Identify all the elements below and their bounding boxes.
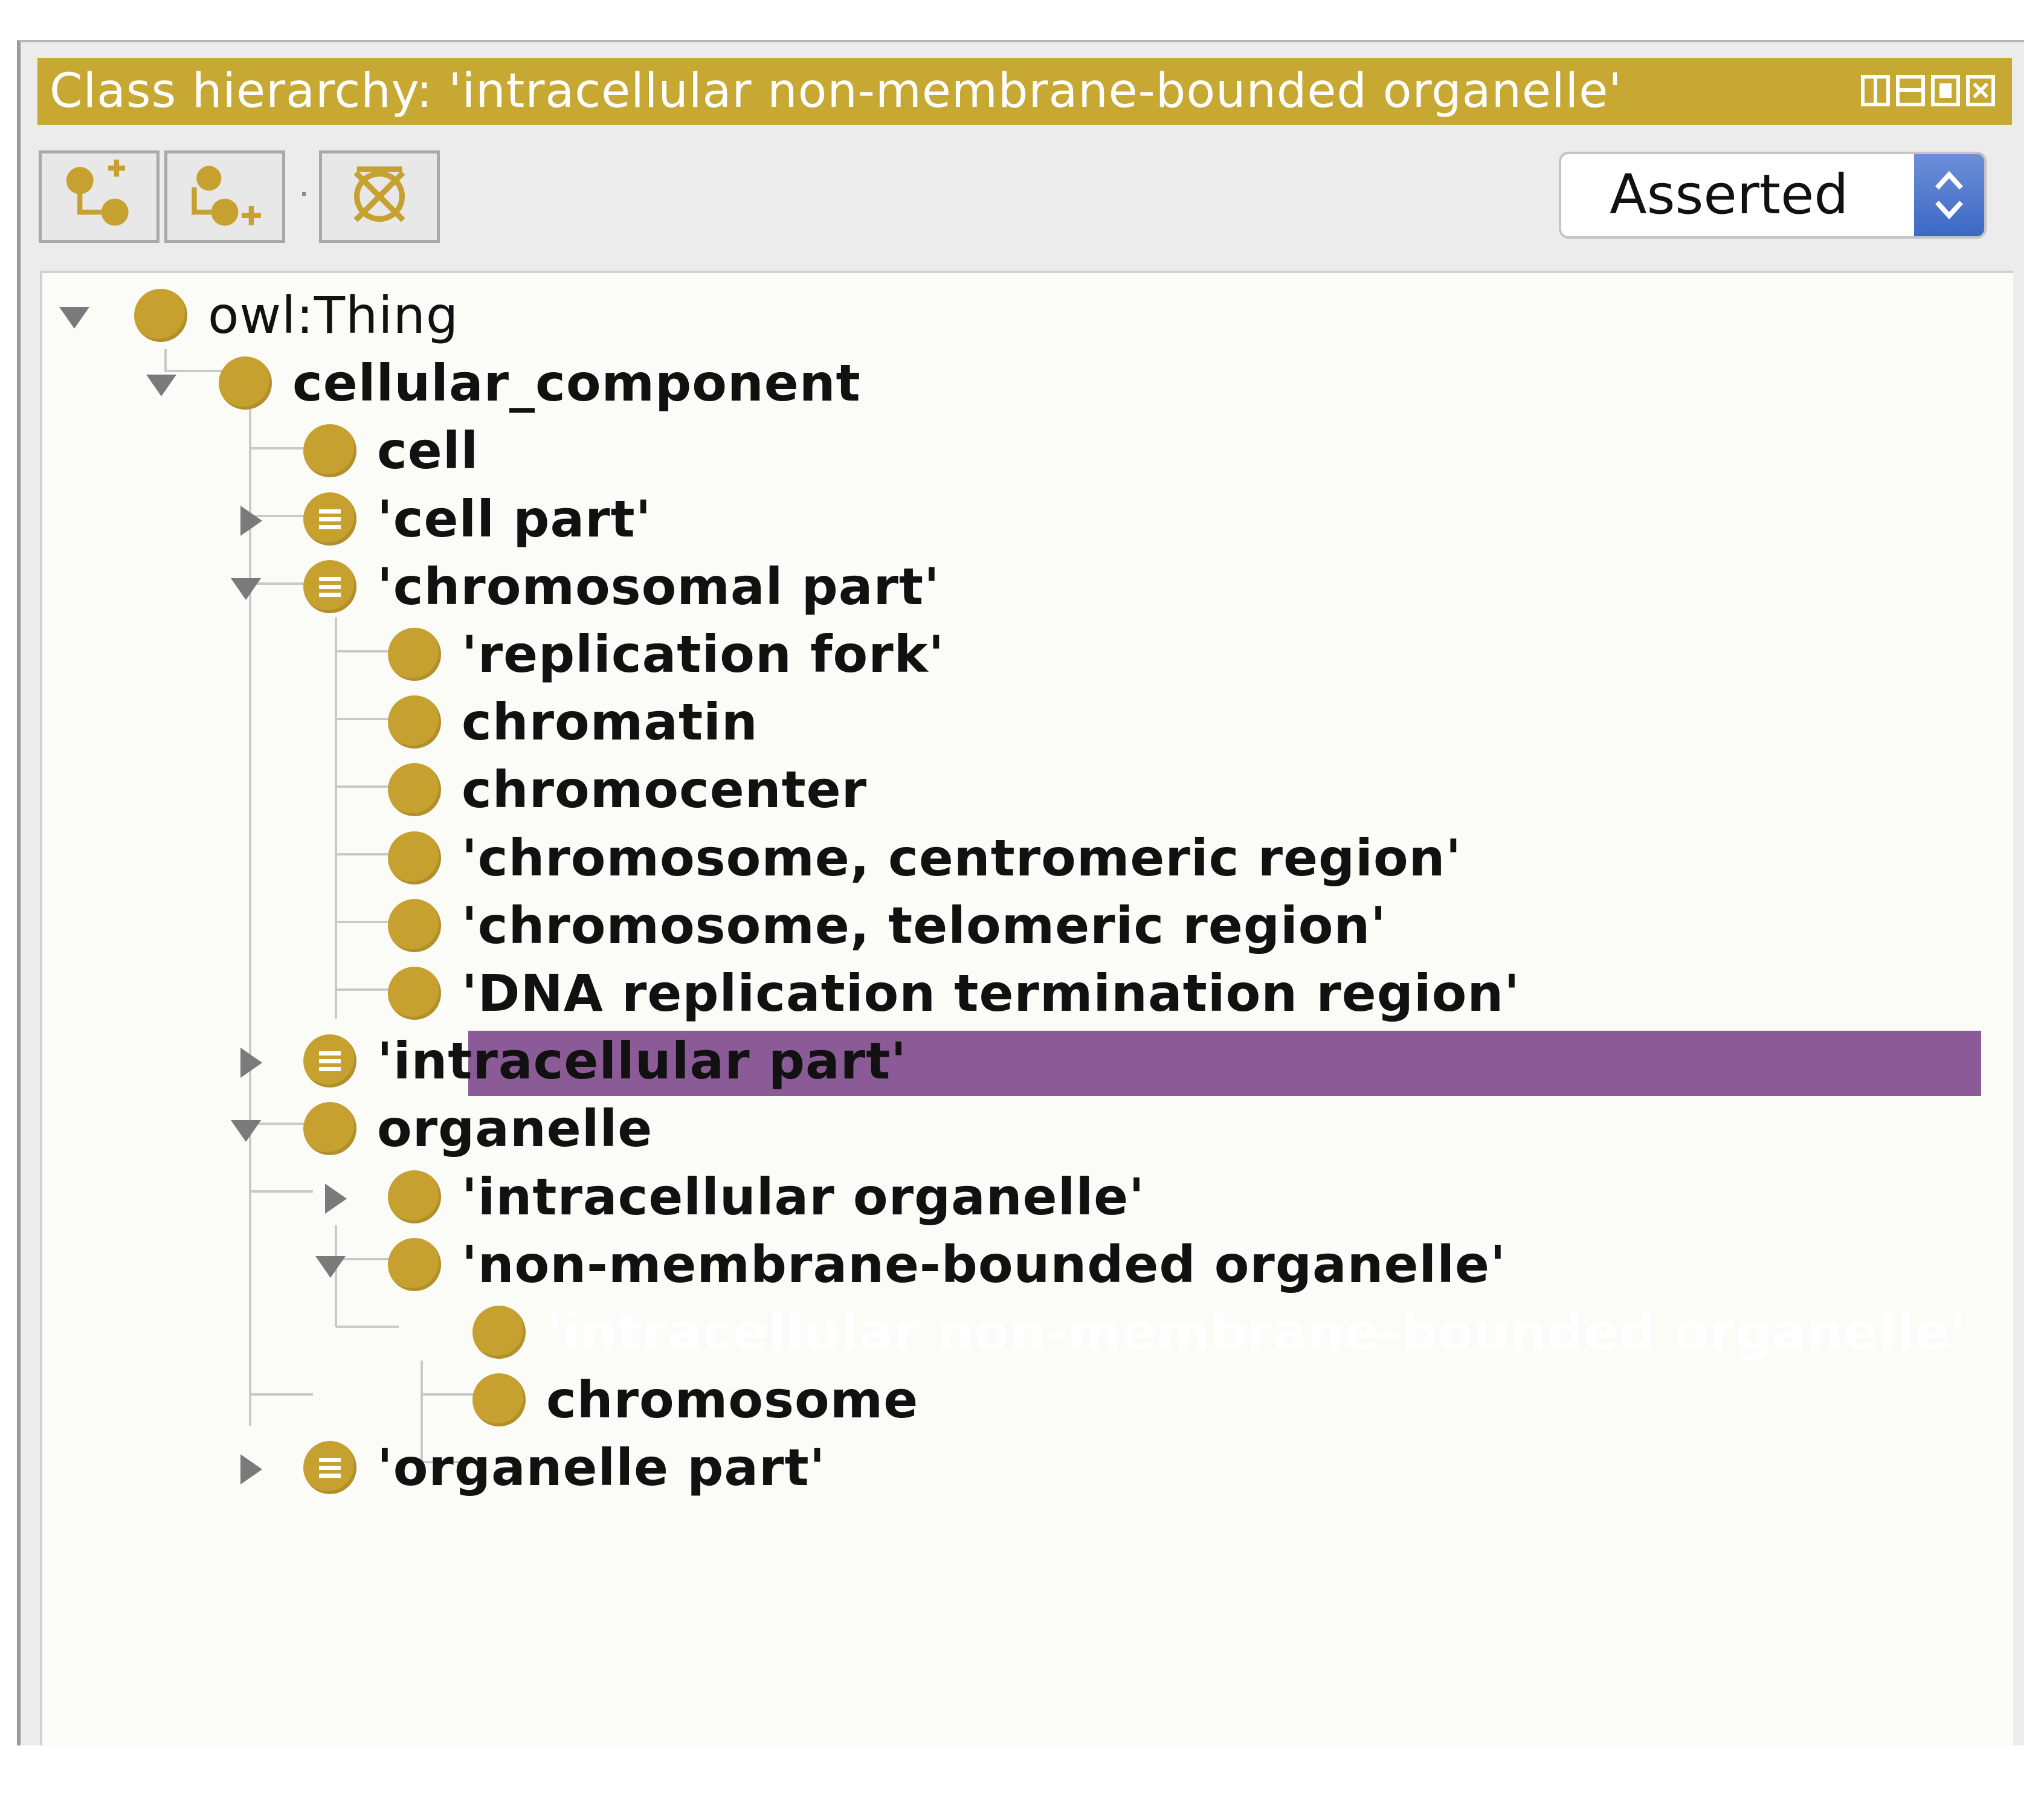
- tree-node[interactable]: 'chromosome, telomeric region': [0, 892, 2044, 959]
- tree-node[interactable]: owl:Thing: [0, 282, 2044, 349]
- expanded-triangle-icon[interactable]: [313, 1248, 348, 1283]
- close-icon[interactable]: [1966, 70, 1995, 111]
- tree-node[interactable]: 'intracellular part': [0, 1027, 2044, 1095]
- tree-node-label: 'intracellular non-membrane-bounded orga…: [546, 1303, 1966, 1362]
- class-icon: [388, 899, 441, 952]
- tree-node[interactable]: 'chromosomal part': [0, 553, 2044, 620]
- tree-node[interactable]: 'chromosome, centromeric region': [0, 824, 2044, 892]
- tree-node-label: 'replication fork': [462, 625, 945, 684]
- add-sibling-class-button[interactable]: [164, 150, 285, 243]
- class-icon: [388, 831, 441, 885]
- tree-node-label: 'chromosome, telomeric region': [462, 896, 1387, 955]
- class-icon: [219, 356, 272, 410]
- tree-node[interactable]: 'DNA replication termination region': [0, 959, 2044, 1027]
- panel-title: Class hierarchy: 'intracellular non-memb…: [50, 64, 1622, 118]
- expanded-triangle-icon[interactable]: [144, 366, 179, 401]
- tree-node-label: chromosome: [546, 1370, 919, 1429]
- expanded-triangle-icon[interactable]: [57, 298, 92, 334]
- class-icon: [388, 967, 441, 1020]
- view-mode-select[interactable]: Asserted: [1559, 152, 1987, 239]
- chevron-updown-icon: [1914, 154, 1984, 236]
- tree-node[interactable]: chromatin: [0, 688, 2044, 756]
- class-icon: [388, 695, 441, 749]
- class-icon: [134, 289, 187, 342]
- class-icon: [303, 1102, 356, 1155]
- tree-node[interactable]: 'intracellular non-membrane-bounded orga…: [0, 1298, 2044, 1366]
- tree-node-label: chromocenter: [462, 760, 868, 819]
- tree-node[interactable]: 'non-membrane-bounded organelle': [0, 1231, 2044, 1298]
- tree-node-label: cellular_component: [292, 353, 861, 413]
- class-icon: [472, 1373, 526, 1426]
- expanded-triangle-icon[interactable]: [228, 570, 263, 605]
- tree-node[interactable]: cell: [0, 417, 2044, 485]
- tree-node[interactable]: 'cell part': [0, 485, 2044, 553]
- expanded-triangle-icon[interactable]: [228, 1112, 263, 1147]
- tree-node[interactable]: 'intracellular organelle': [0, 1163, 2044, 1231]
- tree-node-label: 'organelle part': [377, 1438, 826, 1497]
- tree-node[interactable]: chromocenter: [0, 756, 2044, 823]
- class-icon: [388, 763, 441, 816]
- tree-node-label: 'intracellular organelle': [462, 1167, 1145, 1226]
- split-vertical-icon[interactable]: [1861, 75, 1890, 106]
- toolbar-separator: [302, 192, 306, 196]
- window-controls: [1861, 70, 1995, 111]
- collapsed-triangle-icon[interactable]: [318, 1180, 353, 1215]
- class-icon: [388, 628, 441, 681]
- class-icon: [303, 424, 356, 477]
- class-icon: [388, 1170, 441, 1223]
- tree-node[interactable]: cellular_component: [0, 349, 2044, 417]
- tree-node-label: 'DNA replication termination region': [462, 964, 1520, 1023]
- split-horizontal-icon[interactable]: [1896, 75, 1925, 106]
- maximize-icon[interactable]: [1931, 75, 1960, 106]
- add-subclass-icon: [66, 160, 129, 226]
- tree-node[interactable]: 'organelle part': [0, 1434, 2044, 1501]
- defined-class-icon: [303, 1034, 356, 1088]
- class-icon: [388, 1238, 441, 1291]
- tree-node-label: organelle: [377, 1099, 653, 1158]
- view-mode-value: Asserted: [1610, 163, 1849, 227]
- class-icon: [472, 1306, 526, 1359]
- collapsed-triangle-icon[interactable]: [233, 502, 268, 537]
- panel-title-bar: Class hierarchy: 'intracellular non-memb…: [37, 58, 2012, 125]
- collapsed-triangle-icon[interactable]: [233, 1044, 268, 1079]
- delete-class-button[interactable]: [319, 150, 440, 243]
- tree-node-label: 'chromosomal part': [377, 557, 940, 616]
- tree-node-label: chromatin: [462, 692, 758, 752]
- tree-node-label: owl:Thing: [208, 286, 459, 345]
- defined-class-icon: [303, 560, 356, 613]
- tree-node-label: 'cell part': [377, 489, 652, 549]
- tree-node-label: cell: [377, 421, 479, 480]
- add-sibling-class-icon: [192, 166, 261, 226]
- tree-node[interactable]: 'replication fork': [0, 620, 2044, 688]
- tree-node[interactable]: organelle: [0, 1095, 2044, 1162]
- selection-highlight: [468, 1031, 1981, 1096]
- collapsed-triangle-icon[interactable]: [233, 1451, 268, 1486]
- defined-class-icon: [303, 492, 356, 546]
- defined-class-icon: [303, 1441, 356, 1494]
- tree-connector-lines: [164, 349, 483, 1463]
- tree-node-label: 'intracellular part': [377, 1031, 907, 1091]
- tree-node-label: 'chromosome, centromeric region': [462, 828, 1462, 888]
- delete-class-icon: [353, 166, 405, 222]
- add-subclass-button[interactable]: [39, 150, 160, 243]
- tree-node[interactable]: chromosome: [0, 1366, 2044, 1434]
- tree-node-label: 'non-membrane-bounded organelle': [462, 1235, 1506, 1294]
- class-tree: [40, 271, 2013, 1745]
